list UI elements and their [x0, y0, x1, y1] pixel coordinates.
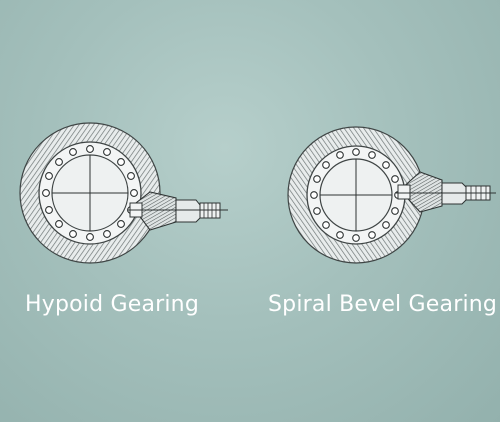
hypoid-gearing-label: Hypoid Gearing: [25, 292, 199, 317]
hypoid-pinion: [128, 191, 228, 231]
spiral-bevel-gear-diagram: [287, 126, 496, 264]
spiral-bevel-gearing-label: Spiral Bevel Gearing: [268, 292, 498, 317]
spiral-pinion: [396, 171, 496, 213]
hypoid-bolt-holes: [42, 145, 138, 241]
hypoid-gear-diagram: [19, 122, 228, 264]
spiral-bolt-holes: [310, 148, 402, 242]
